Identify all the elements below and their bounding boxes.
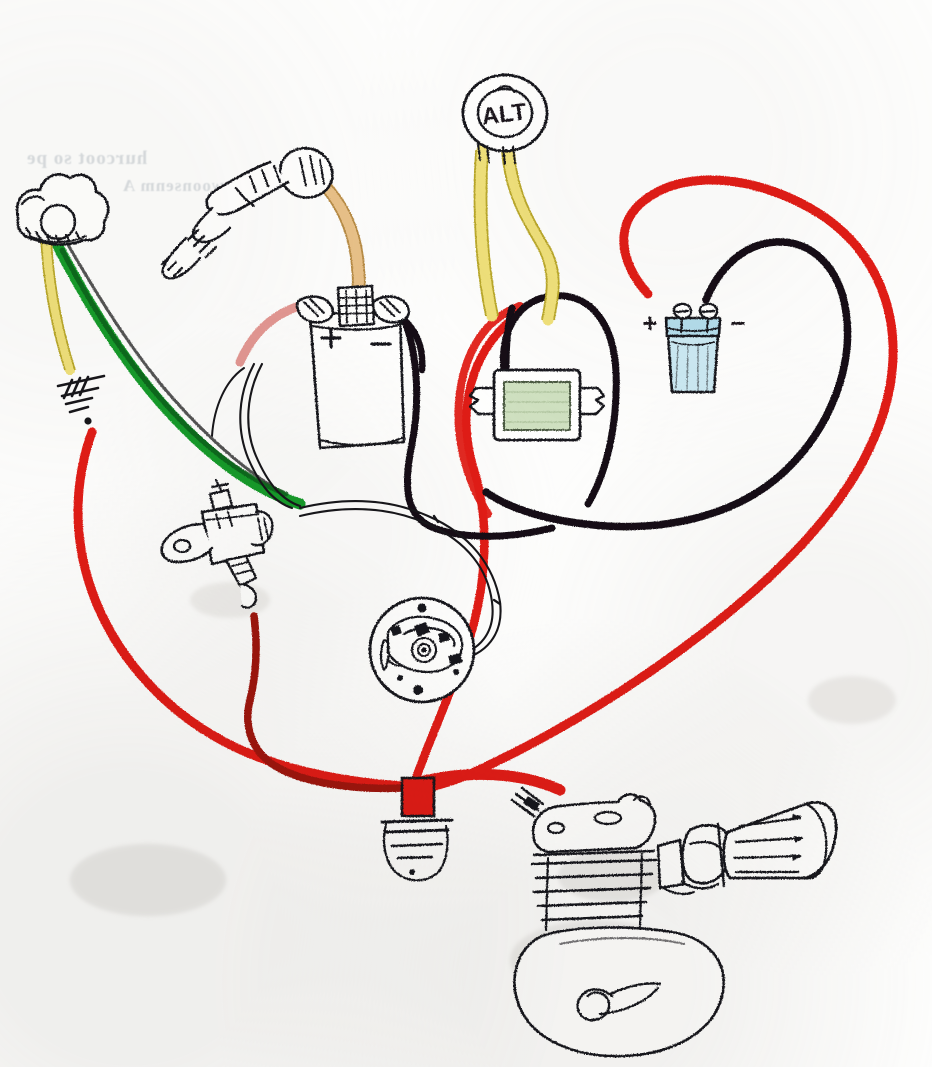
black-wire-coil-negative-loop [400, 314, 556, 540]
component-carburettor[interactable] [656, 801, 838, 896]
red-wire-regulator-to-junction [411, 313, 519, 783]
white-wire-switch-to-points [298, 499, 502, 662]
yellow-wire-alt-right-edge-b [513, 151, 560, 321]
red-wire-coil-positive-stub [235, 299, 311, 367]
component-ignition-coil[interactable]: + [295, 284, 410, 450]
component-ignition-switch[interactable] [160, 478, 274, 609]
white-wire-switch-to-points-b [298, 507, 494, 658]
red-wire-ground-to-junction [73, 427, 409, 791]
paper-smudges [70, 582, 896, 1000]
black-wire-network [62, 236, 852, 540]
red-wire-junction-tail [414, 768, 566, 796]
yellow-wire-alt-left [474, 144, 498, 322]
yellow-wire-network [40, 144, 560, 375]
yellow-wire-alt-right-edge-a [501, 151, 548, 321]
component-battery[interactable]: + − [642, 302, 746, 394]
component-regulator-rectifier[interactable] [468, 368, 606, 442]
black-wire-killswitch-core [62, 236, 298, 502]
component-points-plate[interactable] [368, 596, 476, 704]
component-engine[interactable] [510, 786, 725, 1058]
wire-connector-marks [432, 514, 502, 606]
white-wire-network [211, 362, 502, 662]
yellow-wire-alt-right [502, 146, 559, 326]
yellow-wire-killswitch-to-ground [41, 231, 75, 375]
ht-lead [311, 172, 366, 308]
green-wire-network [52, 240, 306, 510]
black-wire-battery-negative-loop [482, 238, 852, 531]
component-kill-switch[interactable] [15, 173, 110, 246]
yellow-wire-alt-left-edge-b [485, 149, 499, 317]
white-wire-coil-to-switch [239, 362, 294, 510]
yellow-wire-killswitch-edge-a [40, 235, 66, 371]
component-junction-block[interactable] [380, 776, 454, 882]
red-wire-regulator-left-arc [454, 302, 524, 518]
black-wire-regulator-top-arc [499, 292, 620, 508]
alternator-label: ALT [480, 98, 528, 130]
green-wire-killswitch-to-ignition [52, 240, 306, 510]
battery-negative-label: − [730, 308, 745, 338]
battery-positive-label: + [642, 308, 657, 338]
red-wire-switch-to-junction [244, 612, 408, 793]
ground-symbol [56, 374, 106, 425]
yellow-wire-killswitch-edge-b [50, 235, 76, 371]
component-spark-plug[interactable] [160, 146, 334, 280]
white-wire-coil-to-switch-b [247, 362, 302, 508]
component-alternator-lamp[interactable]: ALT [461, 73, 549, 165]
yellow-wire-alt-left-edge-a [473, 149, 487, 317]
white-wire-coil-left-tail [211, 367, 245, 437]
red-wire-battery-to-junction [413, 175, 898, 795]
green-wire-shading [59, 247, 289, 497]
